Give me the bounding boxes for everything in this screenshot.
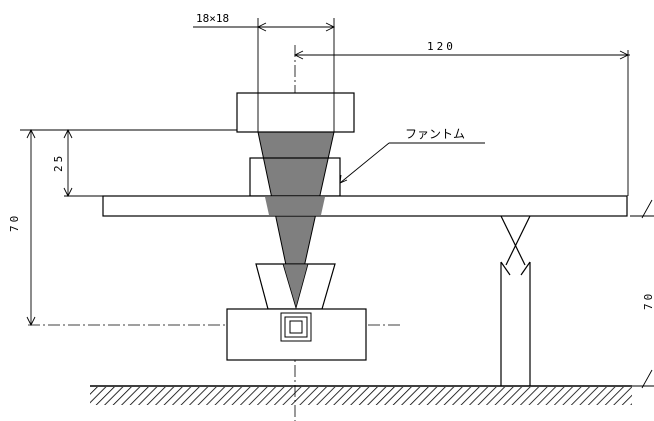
beam-in-table xyxy=(265,197,325,215)
label-beam-size: 18×18 xyxy=(196,12,229,25)
label-120: 120 xyxy=(427,40,456,53)
chamber-outer xyxy=(280,312,312,342)
table-stand xyxy=(500,215,531,386)
label-25: 25 xyxy=(52,153,65,172)
dimension-120 xyxy=(293,50,630,196)
collimator-box xyxy=(236,92,355,133)
chamber-inner xyxy=(289,320,303,334)
label-phantom: ファントム xyxy=(405,127,465,141)
table-plate xyxy=(102,195,628,217)
label-70-right: 70 xyxy=(642,291,654,310)
floor-hatching xyxy=(90,387,632,405)
label-70-left: 70 xyxy=(8,213,21,232)
chamber-middle xyxy=(284,316,308,338)
dimension-beam-size xyxy=(193,18,336,132)
dimension-25 xyxy=(56,128,237,198)
beam-tip xyxy=(282,263,309,310)
dimension-70-left xyxy=(20,128,56,327)
dimension-70-right xyxy=(630,199,654,389)
phantom-leader xyxy=(339,142,485,184)
